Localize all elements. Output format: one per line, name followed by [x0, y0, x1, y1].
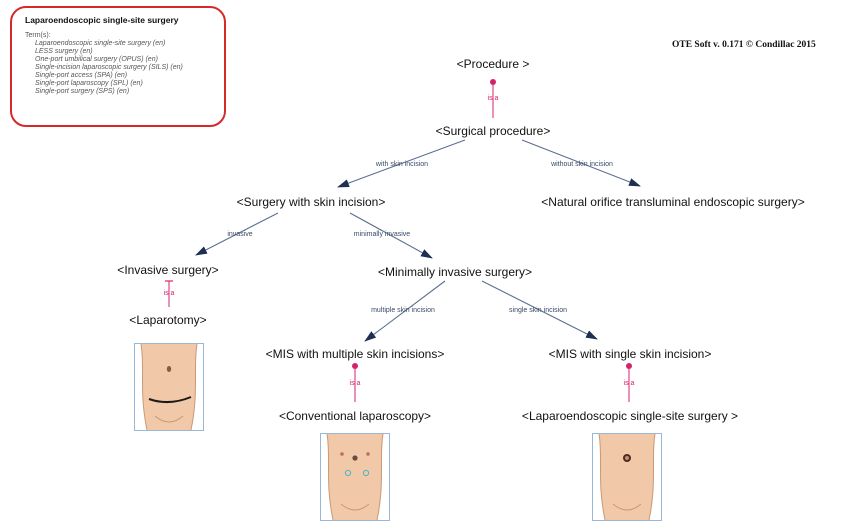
term-item: Laparoendoscopic single-site surgery (en… [35, 40, 166, 47]
is-a-connector-mis-multiple [352, 363, 358, 402]
term-item: One-port umbilical surgery (OPUS) (en) [35, 56, 158, 63]
edge-single-skin-incision [481, 280, 598, 340]
term-item: LESS surgery (en) [35, 48, 93, 55]
is-a-label: is a [623, 380, 635, 387]
term-item: Single-port access (SPA) (en) [35, 72, 128, 79]
node-mis-single-incision[interactable]: <MIS with single skin incision> [548, 347, 712, 361]
edge-label-single-skin-incision: single skin incision [509, 307, 567, 314]
node-conventional-laparoscopy[interactable]: <Conventional laparoscopy> [278, 409, 432, 423]
is-a-label: is a [487, 95, 499, 102]
node-surgical-procedure[interactable]: <Surgical procedure> [435, 124, 551, 138]
is-a-label: is a [349, 380, 361, 387]
node-natural-orifice-surgery[interactable]: <Natural orifice transluminal endoscopic… [541, 195, 805, 209]
node-procedure[interactable]: <Procedure > [456, 57, 530, 71]
is-a-connector-procedure [490, 79, 496, 118]
is-a-label: is a [163, 290, 175, 297]
term-item: Single-port laparoscopy (SPL) (en) [35, 80, 143, 87]
term-item: Single-port surgery (SPS) (en) [35, 88, 130, 95]
conventional-laparoscopy-illustration [320, 433, 390, 521]
copyright-notice: OTE Soft v. 0.171 © Condillac 2015 [672, 40, 816, 50]
node-laparotomy[interactable]: <Laparotomy> [129, 313, 207, 327]
is-a-connector-mis-single [626, 363, 632, 402]
single-site-surgery-illustration [592, 433, 662, 521]
term-item: Single-incision laparoscopic surgery (SI… [35, 64, 183, 71]
term-box-title: Laparoendoscopic single-site surgery [25, 15, 179, 25]
node-invasive-surgery[interactable]: <Invasive surgery> [117, 263, 219, 277]
node-surgery-with-skin-incision[interactable]: <Surgery with skin incision> [236, 195, 386, 209]
is-a-connector-invasive [165, 280, 173, 307]
term-list: Laparoendoscopic single-site surgery (en… [22, 40, 214, 96]
term-box-heading: Term(s): [25, 32, 51, 39]
edge-multiple-skin-incision [364, 280, 446, 342]
laparotomy-illustration [134, 343, 204, 431]
edge-label-multiple-skin-incision: multiple skin incision [371, 307, 435, 314]
node-minimally-invasive-surgery[interactable]: <Minimally invasive surgery> [377, 265, 533, 279]
edge-without-skin-incision [521, 139, 641, 187]
node-mis-multiple-incisions[interactable]: <MIS with multiple skin incisions> [265, 347, 445, 361]
edge-label-with-skin-incision: with skin incision [375, 161, 429, 168]
edge-label-without-skin-incision: without skin incision [551, 161, 613, 168]
node-laparoendoscopic-single-site-surgery[interactable]: <Laparoendoscopic single-site surgery > [521, 409, 739, 423]
edge-label-minimally-invasive: minimally invasive [353, 231, 411, 238]
edge-with-skin-incision [337, 139, 466, 188]
edge-label-invasive: invasive [227, 231, 253, 238]
edge-minimally-invasive [349, 212, 433, 259]
term-info-box: Laparoendoscopic single-site surgery Ter… [10, 6, 226, 127]
edge-invasive [195, 212, 279, 256]
